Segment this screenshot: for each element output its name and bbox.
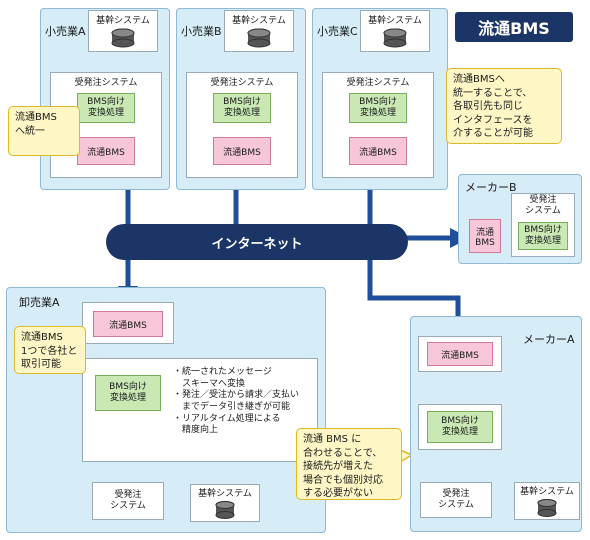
internet-pill: インターネット [106,224,408,260]
database-icon [111,28,135,48]
maker-a-juhatchu: 受発注 システム [420,482,492,518]
database-icon [537,499,557,517]
database-icon [383,28,407,48]
bullet-3: ・リアルタイム処理による 精度向上 [173,413,281,436]
retailer-c-juhatchu: 受発注システム BMS向け 変換処理 流通BMS [322,72,434,178]
maker-b-juhatchu: 受発注 システム BMS向け 変換処理 [511,193,575,257]
retailer-c-name: 小売業C [317,25,358,38]
retailer-a-kikan: 基幹システム [88,10,158,52]
wholesaler-bms: 流通BMS [93,311,163,337]
retailer-b-juhatchu-label: 受発注システム [210,77,274,88]
maker-b-box: メーカーB 流通 BMS 受発注 システム BMS向け 変換処理 [458,174,582,264]
net-maker-a-arrow [367,258,468,337]
wholesaler-bullets: ・統一されたメッセージ スキーマへ変換 ・発注／受注から請求／支払い までデータ… [173,367,317,437]
wholesaler-name: 卸売業A [19,296,60,309]
maker-a-name: メーカーA [523,333,575,346]
retailer-b-bms: 流通BMS [213,137,271,165]
retailer-a-bms: 流通BMS [77,137,135,165]
wholesaler-bms-frame: 流通BMS [82,302,174,344]
database-icon [215,501,235,519]
wholesaler-conv-frame: BMS向け 変換処理 ・統一されたメッセージ スキーマへ変換 ・発注／受注から請… [82,358,318,462]
retailer-b-kikan: 基幹システム [224,10,294,52]
maker-b-bms-conv: BMS向け 変換処理 [518,222,568,250]
retailer-b-bms-conv: BMS向け 変換処理 [213,93,271,123]
whole-callout: 流通BMS 1つで各社と 取引可能 [14,326,86,374]
bms-title-badge: 流通BMS [455,12,573,42]
retailer-b-kikan-label: 基幹システム [232,15,286,26]
retailer-c-bms: 流通BMS [349,137,407,165]
maker-b-bms: 流通 BMS [469,219,501,253]
maker-a-bms: 流通BMS [427,342,493,366]
retailer-a-juhatchu-label: 受発注システム [74,77,138,88]
wholesaler-bms-conv: BMS向け 変換処理 [95,375,161,411]
left-callout: 流通BMS へ統一 [8,106,80,156]
retailer-a-juhatchu: 受発注システム BMS向け 変換処理 流通BMS [50,72,162,178]
maker-a-conv-frame: BMS向け 変換処理 [418,404,502,450]
retailer-c-bms-conv: BMS向け 変換処理 [349,93,407,123]
bullet-1: ・統一されたメッセージ スキーマへ変換 [173,367,272,389]
retailer-c-juhatchu-label: 受発注システム [346,77,410,88]
retailer-a-kikan-label: 基幹システム [96,15,150,26]
database-icon [247,28,271,48]
retailer-b-name: 小売業B [181,25,222,38]
retailer-c-kikan-label: 基幹システム [368,15,422,26]
maker-a-kikan: 基幹システム [514,482,580,520]
maker-a-bms-conv: BMS向け 変換処理 [427,411,493,443]
retailer-b-juhatchu: 受発注システム BMS向け 変換処理 流通BMS [186,72,298,178]
maker-b-name: メーカーB [465,181,517,194]
maker-a-kikan-label: 基幹システム [520,487,574,497]
bullet-2: ・発注／受注から請求／支払い までデータ引き継ぎが可能 [173,390,300,413]
wholesaler-kikan: 基幹システム [190,484,260,522]
wholesaler-kikan-label: 基幹システム [198,489,252,499]
wholesaler-juhatchu: 受発注 システム [92,482,164,520]
bottom-callout: 流通 BMS に 合わせることで、 接続先が増えた 場合でも個別対応 する必要が… [296,428,402,500]
retailer-c-kikan: 基幹システム [360,10,430,52]
retailer-a-name: 小売業A [45,25,86,38]
retailer-a-bms-conv: BMS向け 変換処理 [77,93,135,123]
maker-b-juhatchu-label: 受発注 システム [525,195,561,216]
right-callout: 流通BMSへ 統一することで、 各取引先も同じ インタフェースを 介することが可… [446,68,562,144]
maker-a-bms-frame: 流通BMS [418,336,502,372]
